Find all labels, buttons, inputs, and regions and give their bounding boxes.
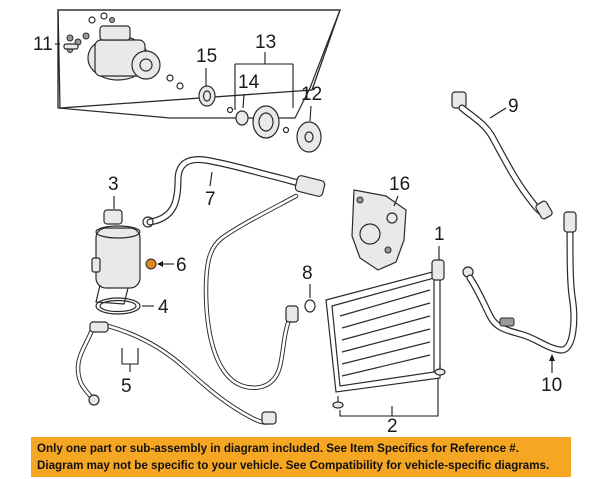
clutch-parts [198,85,322,153]
callout-3: 3 [108,174,119,195]
leader-5 [121,348,139,365]
accumulator-drier [91,209,141,305]
mounting-bracket-4 [95,297,141,315]
callout-10: 10 [541,375,562,396]
hose-10 [462,211,578,354]
hose-9 [451,91,553,220]
callout-12: 12 [301,84,322,105]
arrowhead-6 [157,261,163,267]
ac-lines-5 [75,321,277,425]
condenser-mounts-2 [332,364,446,409]
callout-7: 7 [205,189,216,210]
callout-6: 6 [176,255,187,276]
callout-2: 2 [387,416,398,432]
o-ring-6 [145,258,157,270]
notice-line-2: Diagram may not be specific to your vehi… [37,459,550,472]
condenser-1 [325,259,445,393]
callout-8: 8 [302,263,313,284]
compatibility-notice: Only one part or sub-assembly in diagram… [31,437,571,477]
callout-16: 16 [389,174,410,195]
callout-4: 4 [158,297,169,318]
notice-line-1: Only one part or sub-assembly in diagram… [37,442,519,455]
compressor-assembly [63,12,184,90]
leader-14 [242,93,245,109]
arrowhead-10 [549,354,555,361]
leader-7 [209,171,213,187]
callout-9: 9 [508,96,519,117]
leader-16 [393,195,399,207]
callout-11: 11 [33,34,53,55]
seal-8 [304,299,316,313]
parts-diagram: 11 15 13 14 12 7 3 6 4 [33,9,578,432]
leader-2 [339,378,439,417]
callout-1: 1 [434,224,445,245]
bracket-16 [351,189,407,271]
leader-9 [489,107,507,119]
callout-15: 15 [196,46,217,67]
callout-13: 13 [255,32,276,53]
callout-5: 5 [121,376,132,397]
leader-12 [309,105,312,122]
callout-14: 14 [238,72,260,93]
hose-assembly-7 [142,156,326,390]
